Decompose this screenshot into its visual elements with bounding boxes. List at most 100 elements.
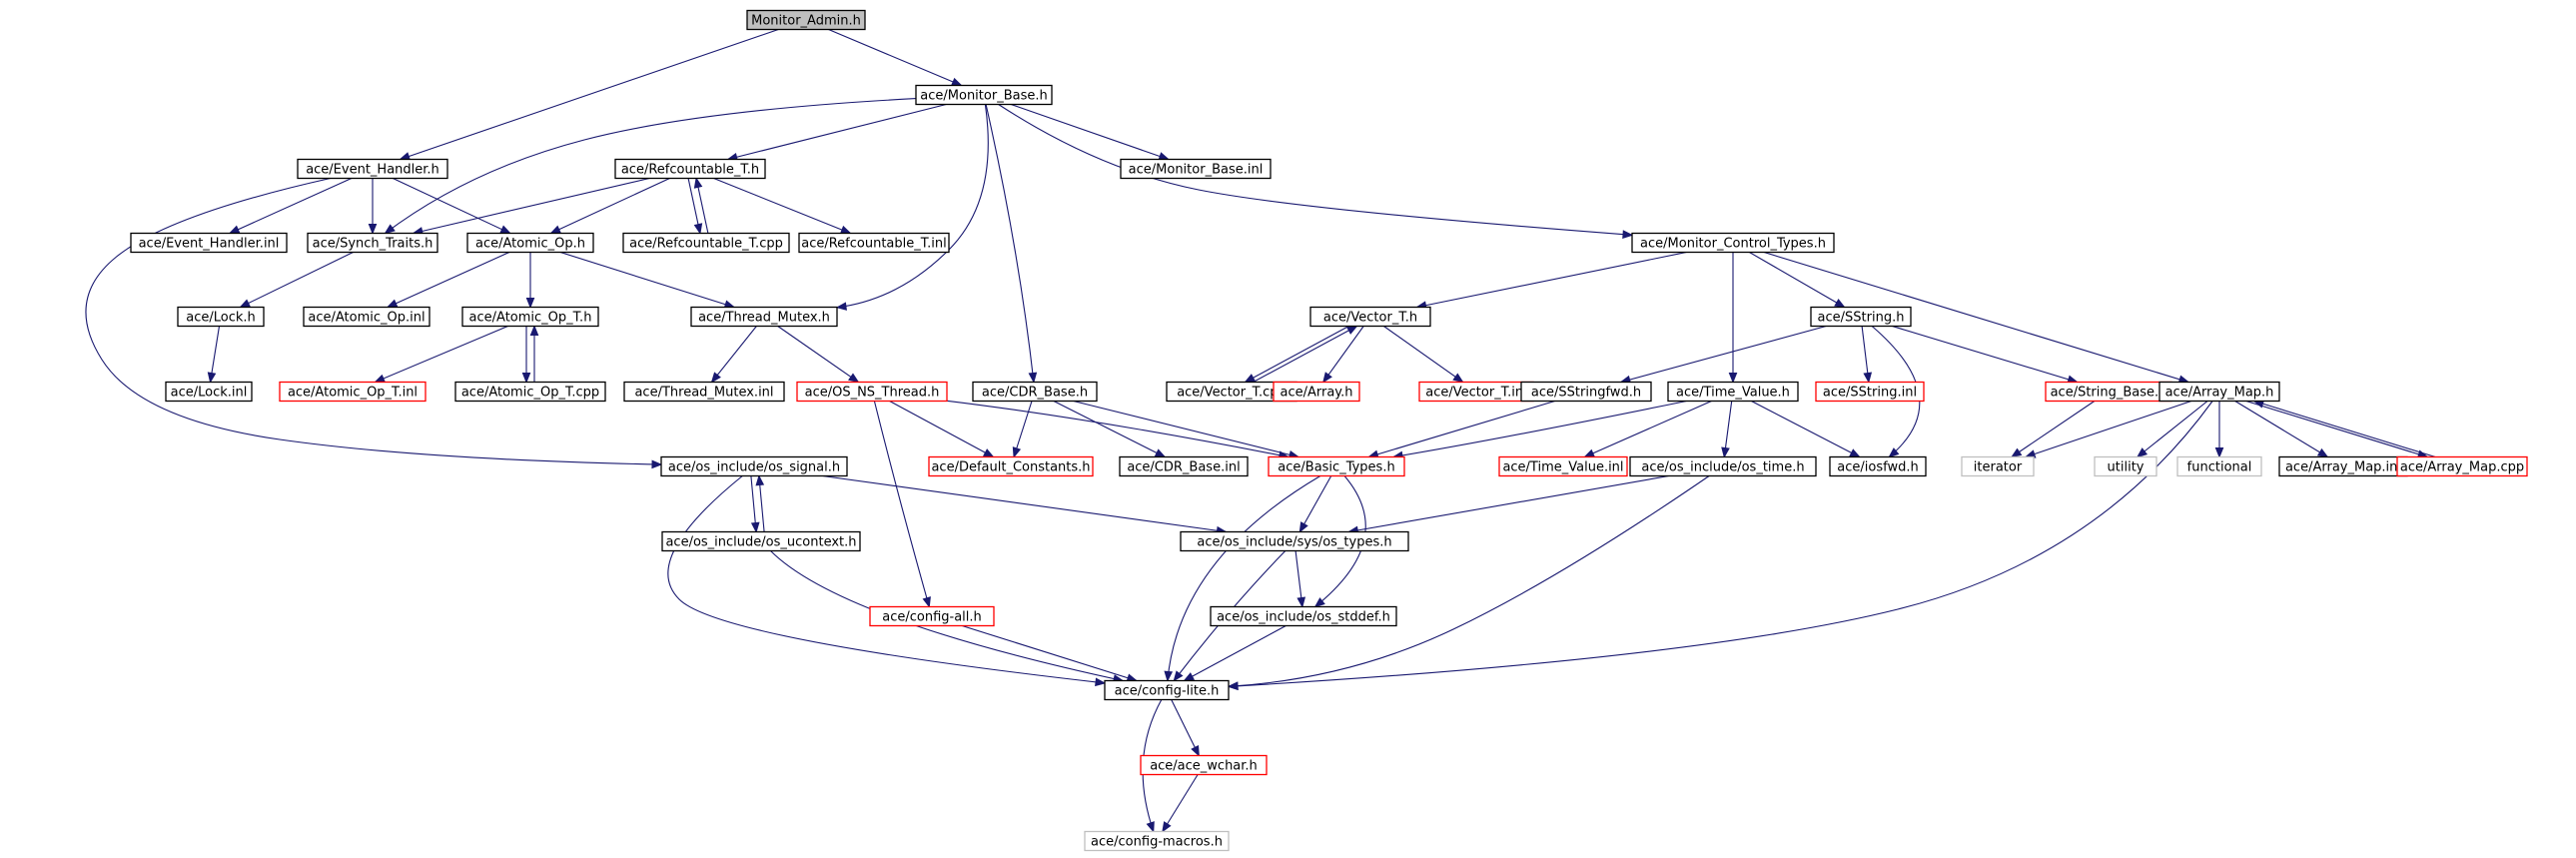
node-box xyxy=(165,381,253,403)
node-label: ace/Refcountable_T.h xyxy=(621,163,759,178)
node-array-map-inl[interactable]: ace/Array_Map.inl xyxy=(2278,455,2408,477)
arrowhead xyxy=(1146,821,1155,833)
node-utility[interactable]: utility xyxy=(2094,455,2157,477)
node-box xyxy=(466,232,594,254)
node-os-ns-thread[interactable]: ace/OS_NS_Thread.h xyxy=(796,381,948,403)
node-os-stddef[interactable]: ace/os_include/os_stddef.h xyxy=(1210,605,1397,627)
arrowhead xyxy=(693,223,703,235)
edge-line xyxy=(889,401,994,457)
arrowhead xyxy=(1173,670,1184,682)
node-config-all[interactable]: ace/config-all.h xyxy=(869,605,995,627)
node-vector-t-cpp[interactable]: ace/Vector_T.cpp xyxy=(1166,381,1297,403)
node-basic-types[interactable]: ace/Basic_Types.h xyxy=(1268,455,1405,477)
node-label: ace/Time_Value.h xyxy=(1676,386,1790,401)
node-refcountable-inl[interactable]: ace/Refcountable_T.inl xyxy=(798,232,950,254)
node-config-lite[interactable]: ace/config-lite.h xyxy=(1104,679,1230,701)
node-sstring[interactable]: ace/SString.h xyxy=(1810,306,1912,328)
node-refcountable[interactable]: ace/Refcountable_T.h xyxy=(614,158,766,180)
node-box xyxy=(1180,530,1409,552)
node-functional[interactable]: functional xyxy=(2176,455,2262,477)
node-array-map-cpp[interactable]: ace/Array_Map.cpp xyxy=(2396,455,2528,477)
node-ace-wchar[interactable]: ace/ace_wchar.h xyxy=(1140,754,1268,776)
node-atomic-op-t-cpp[interactable]: ace/Atomic_Op_T.cpp xyxy=(454,381,606,403)
edge-array-map-to-functional xyxy=(2214,401,2224,458)
node-atomic-op[interactable]: ace/Atomic_Op.h xyxy=(466,232,594,254)
arrowhead xyxy=(982,448,995,458)
node-monitor-base-inl[interactable]: ace/Monitor_Base.inl xyxy=(1120,158,1272,180)
edge-vector-t-to-vector-t-inl xyxy=(1383,326,1464,384)
edge-refcountable-to-refcountable-cpp xyxy=(687,178,703,235)
edge-event-handler-to-os-signal xyxy=(85,177,663,469)
edge-line xyxy=(946,400,1289,458)
node-default-constants[interactable]: ace/Default_Constants.h xyxy=(928,455,1094,477)
node-monitor-admin[interactable]: Monitor_Admin.h xyxy=(746,9,866,31)
node-os-ucontext[interactable]: ace/os_include/os_ucontext.h xyxy=(661,530,861,552)
arrowhead xyxy=(1721,446,1730,458)
node-sstringfwd[interactable]: ace/SStringfwd.h xyxy=(1520,381,1652,403)
node-cdr-base[interactable]: ace/CDR_Base.h xyxy=(972,381,1098,403)
node-label: ace/Vector_T.cpp xyxy=(1177,386,1287,401)
node-cdr-base-inl[interactable]: ace/CDR_Base.inl xyxy=(1119,455,1249,477)
node-monitor-control-types[interactable]: ace/Monitor_Control_Types.h xyxy=(1631,232,1835,254)
edge-refcountable-to-synch-traits xyxy=(412,177,650,236)
edge-line xyxy=(1053,401,1166,457)
node-vector-t[interactable]: ace/Vector_T.h xyxy=(1309,306,1431,328)
node-event-handler-inl[interactable]: ace/Event_Handler.inl xyxy=(130,232,288,254)
edge-monitor-base-to-cdr-base xyxy=(985,104,1038,384)
node-label: ace/config-macros.h xyxy=(1091,835,1223,850)
node-box xyxy=(1104,679,1230,701)
arrowhead xyxy=(1028,372,1038,384)
node-sstring-inl[interactable]: ace/SString.inl xyxy=(1815,381,1925,403)
edge-time-value-to-iosfwd xyxy=(1751,401,1861,458)
node-config-macros[interactable]: ace/config-macros.h xyxy=(1084,830,1230,852)
node-event-handler[interactable]: ace/Event_Handler.h xyxy=(297,158,448,180)
node-thread-mutex-inl[interactable]: ace/Thread_Mutex.inl xyxy=(623,381,785,403)
node-label: ace/Array_Map.h xyxy=(2165,386,2274,401)
node-lock-inl[interactable]: ace/Lock.inl xyxy=(165,381,253,403)
node-atomic-op-t-inl[interactable]: ace/Atomic_Op_T.inl xyxy=(279,381,427,403)
node-string-base[interactable]: ace/String_Base.h xyxy=(2045,381,2172,403)
node-label: ace/Atomic_Op_T.h xyxy=(469,311,592,326)
node-box xyxy=(623,381,785,403)
node-monitor-base[interactable]: ace/Monitor_Base.h xyxy=(915,84,1053,106)
edge-line xyxy=(1228,475,1710,687)
node-atomic-op-inl[interactable]: ace/Atomic_Op.inl xyxy=(303,306,430,328)
node-os-types[interactable]: ace/os_include/sys/os_types.h xyxy=(1180,530,1409,552)
edge-sstringfwd-to-basic-types xyxy=(1367,400,1555,458)
node-lock[interactable]: ace/Lock.h xyxy=(177,306,265,328)
edge-line xyxy=(962,624,1137,682)
edge-atomic-op-to-atomic-op-inl xyxy=(386,251,510,309)
edge-line xyxy=(1763,251,2189,384)
node-iosfwd[interactable]: ace/iosfwd.h xyxy=(1829,455,1927,477)
edge-line xyxy=(387,251,510,309)
node-time-value-inl[interactable]: ace/Time_Value.inl xyxy=(1498,455,1628,477)
node-vector-t-inl[interactable]: ace/Vector_T.inl xyxy=(1418,381,1534,403)
edge-vector-t-cpp-to-vector-t xyxy=(1253,325,1358,383)
edge-monitor-base-to-monitor-base-inl xyxy=(1011,103,1171,161)
node-synch-traits[interactable]: ace/Synch_Traits.h xyxy=(307,232,438,254)
node-refcountable-cpp[interactable]: ace/Refcountable_T.cpp xyxy=(622,232,790,254)
arrowhead xyxy=(1183,672,1196,682)
node-array-map[interactable]: ace/Array_Map.h xyxy=(2158,381,2280,403)
node-label: ace/os_include/os_signal.h xyxy=(668,460,840,475)
node-box xyxy=(869,605,995,627)
edge-line xyxy=(1392,400,1687,458)
edge-line xyxy=(240,252,354,308)
edge-array-map-to-iterator xyxy=(2024,400,2192,458)
arrowhead xyxy=(1227,681,1239,691)
arrowhead xyxy=(1322,372,1332,384)
node-time-value[interactable]: ace/Time_Value.h xyxy=(1667,381,1799,403)
node-array[interactable]: ace/Array.h xyxy=(1273,381,1360,403)
arrowhead xyxy=(525,298,535,309)
node-iterator[interactable]: iterator xyxy=(1961,455,2035,477)
node-box xyxy=(1309,306,1431,328)
node-atomic-op-t[interactable]: ace/Atomic_Op_T.h xyxy=(461,306,599,328)
edge-cdr-base-to-default-constants xyxy=(1012,401,1033,458)
edge-atomic-op-t-cpp-to-atomic-op-t xyxy=(529,325,539,383)
edge-os-ns-thread-to-basic-types xyxy=(946,400,1290,459)
node-box xyxy=(1268,455,1405,477)
node-os-time[interactable]: ace/os_include/os_time.h xyxy=(1629,455,1817,477)
node-label: ace/os_include/os_ucontext.h xyxy=(665,535,856,550)
node-thread-mutex[interactable]: ace/Thread_Mutex.h xyxy=(690,306,838,328)
node-os-signal[interactable]: ace/os_include/os_signal.h xyxy=(660,455,848,477)
